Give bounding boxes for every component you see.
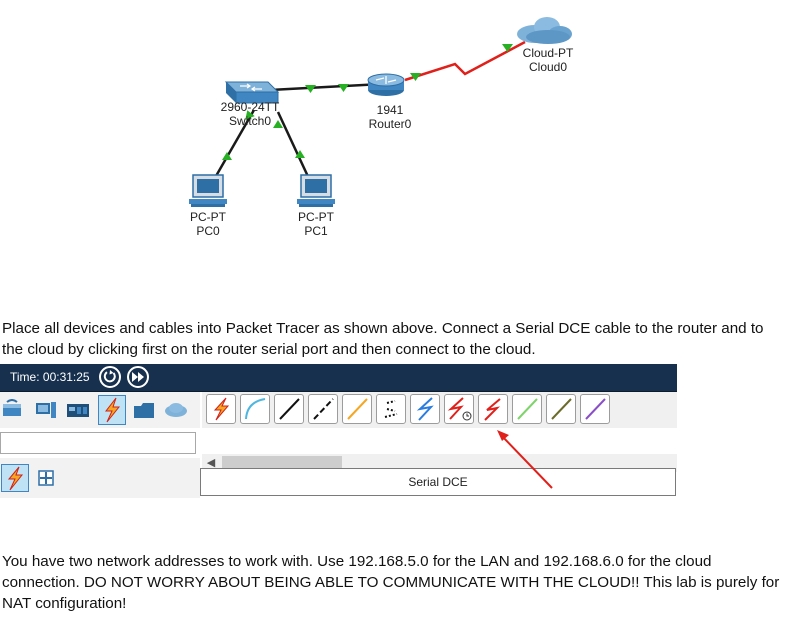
cable-type-toolbar <box>202 392 677 428</box>
cable-automatic-button[interactable] <box>206 394 236 424</box>
device-category-row <box>0 392 200 428</box>
phone-icon <box>384 400 398 418</box>
iot-custom-icon <box>551 398 572 420</box>
horizontal-scrollbar[interactable]: ◀ <box>202 454 677 472</box>
cable-fiber-button[interactable] <box>342 394 372 424</box>
switch-label: 2960-24TT Switch0 <box>210 100 290 128</box>
cable-serial-dce-button[interactable] <box>444 394 474 424</box>
router-name: Router0 <box>368 117 412 131</box>
packet-tracer-device-panel: Time: 00:31:25 <box>0 364 680 498</box>
pc0-label: PC-PT PC0 <box>168 210 248 238</box>
octal-icon <box>517 398 538 420</box>
cable-iot-custom-button[interactable] <box>546 394 576 424</box>
topology-canvas <box>189 17 572 207</box>
network-devices-icon[interactable] <box>2 399 26 421</box>
cable-phone-button[interactable] <box>376 394 406 424</box>
pc1-name: PC1 <box>304 224 328 238</box>
power-cycle-button[interactable] <box>99 366 121 388</box>
router-icon <box>367 73 405 96</box>
link-up-indicator <box>273 120 283 128</box>
router-label: 1941 Router0 <box>350 103 430 131</box>
multiuser-icon[interactable] <box>164 399 188 421</box>
power-cycle-icon <box>103 370 116 383</box>
link-up-indicator <box>305 85 316 93</box>
connection-subcategory-row <box>0 458 200 498</box>
fast-forward-icon <box>132 372 144 382</box>
components-icon[interactable] <box>66 399 90 421</box>
serial-dte-icon <box>484 398 501 421</box>
router-model: 1941 <box>376 103 404 117</box>
usb-icon <box>585 398 606 420</box>
cable-usb-button[interactable] <box>580 394 610 424</box>
console-icon <box>245 398 266 420</box>
switch-icon <box>224 81 280 104</box>
time-display: Time: 00:31:25 <box>10 370 90 384</box>
pc1-model: PC-PT <box>298 210 334 224</box>
fast-forward-button[interactable] <box>127 366 149 388</box>
link-up-indicator <box>502 44 513 52</box>
link-up-indicator <box>410 73 421 81</box>
fiber-icon <box>347 398 368 420</box>
cloud-name: Cloud0 <box>528 60 568 74</box>
switch-model: 2960-24TT <box>220 100 280 114</box>
link-switch-pc0 <box>210 109 256 184</box>
switch-name: Switch0 <box>228 114 272 128</box>
cable-list-area: ◀ <box>202 428 677 474</box>
copper-straight-through-icon <box>279 398 300 420</box>
cable-coaxial-button[interactable] <box>410 394 440 424</box>
realtime-bar: Time: 00:31:25 <box>0 364 677 392</box>
network-topology-diagram: 2960-24TT Switch0 1941 Router0 Cloud-PT … <box>0 0 790 300</box>
cloud-icon <box>517 17 572 44</box>
link-router-cloud-serial <box>404 40 526 82</box>
caption-text: Serial DCE <box>408 475 468 489</box>
end-devices-icon[interactable] <box>34 399 58 421</box>
link-switch-router <box>269 82 384 92</box>
pc-icon <box>297 174 335 207</box>
cable-straight-through-button[interactable] <box>274 394 304 424</box>
cloud-label: Cloud-PT Cloud0 <box>508 46 588 74</box>
serial-dce-icon <box>447 397 472 421</box>
automatic-icon <box>213 397 230 421</box>
link-switch-pc1 <box>276 111 313 184</box>
pc1-label: PC-PT PC1 <box>276 210 356 238</box>
pc0-model: PC-PT <box>190 210 226 224</box>
grid-view-icon[interactable] <box>38 470 54 486</box>
instruction-paragraph-2: You have two network addresses to work w… <box>2 553 780 612</box>
connections-subcategory-icon[interactable] <box>1 464 29 492</box>
link-up-indicator <box>338 84 349 92</box>
cable-serial-dte-button[interactable] <box>478 394 508 424</box>
link-up-indicator <box>295 150 305 158</box>
link-up-indicator <box>245 110 255 120</box>
miscellaneous-icon[interactable] <box>132 399 156 421</box>
cloud-model: Cloud-PT <box>522 46 574 60</box>
cable-console-button[interactable] <box>240 394 270 424</box>
selected-connection-caption: Serial DCE <box>200 468 676 496</box>
cable-octal-button[interactable] <box>512 394 542 424</box>
instruction-paragraph-1: Place all devices and cables into Packet… <box>2 320 764 358</box>
link-up-indicator <box>222 152 232 160</box>
device-type-search-field[interactable] <box>0 432 196 454</box>
pc-icon <box>189 174 227 207</box>
device-selection-box: ◀ <box>0 392 677 498</box>
scrollbar-thumb[interactable] <box>222 456 342 470</box>
scroll-left-arrow-icon[interactable]: ◀ <box>206 457 216 469</box>
copper-cross-over-icon <box>313 398 334 420</box>
pc0-name: PC0 <box>196 224 220 238</box>
connections-icon[interactable] <box>98 395 126 425</box>
cable-cross-over-button[interactable] <box>308 394 338 424</box>
coaxial-icon <box>416 397 434 421</box>
